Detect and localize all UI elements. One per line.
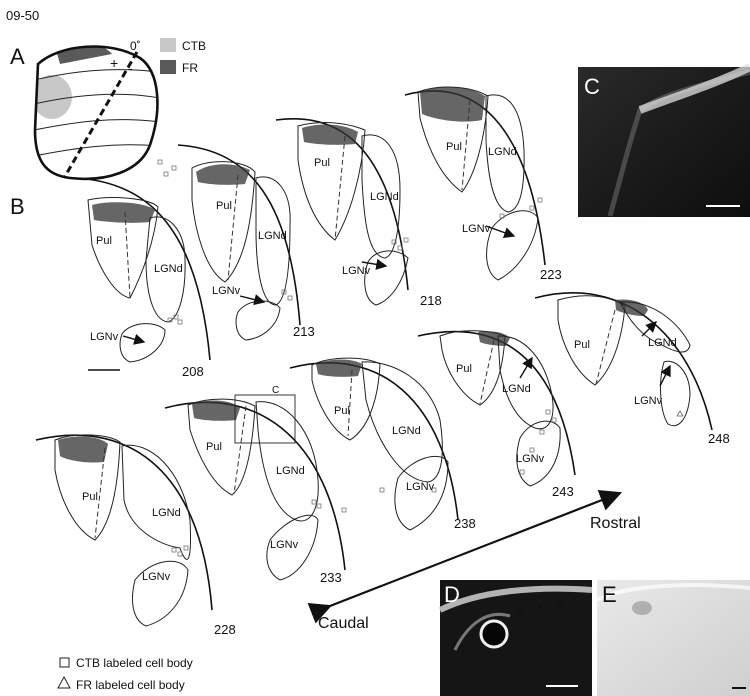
panel-c-micrograph <box>578 67 750 217</box>
s208-pul: Pul <box>96 235 112 247</box>
s233-inset-label: C <box>272 385 279 396</box>
s223-lgnv: LGNv <box>462 223 491 235</box>
s228-lgnv: LGNv <box>142 571 171 583</box>
s233-pul: Pul <box>206 441 222 453</box>
section-218 <box>276 119 408 305</box>
s243-pul: Pul <box>456 363 472 375</box>
s228-lgnd: LGNd <box>152 507 181 519</box>
panel-e-letter: E <box>602 582 617 607</box>
s218-lgnd: LGNd <box>370 191 399 203</box>
panel-e-micrograph <box>597 580 750 696</box>
panel-a-schematic <box>32 41 160 179</box>
s228-number: 228 <box>214 622 236 637</box>
s218-lgnv: LGNv <box>342 265 371 277</box>
s208-lgnv: LGNv <box>90 331 119 343</box>
panel-c-letter: C <box>584 74 600 99</box>
s208-lgnd: LGNd <box>154 263 183 275</box>
s213-number: 213 <box>293 324 315 339</box>
s213-pul: Pul <box>216 200 232 212</box>
s238-lgnd: LGNd <box>392 425 421 437</box>
ctb-square-icon <box>60 658 69 667</box>
s248-lgnv: LGNv <box>634 395 663 407</box>
s238-lgnv: LGNv <box>406 481 435 493</box>
caudal-label: Caudal <box>318 615 369 632</box>
s233-lgnv: LGNv <box>270 539 299 551</box>
panel-a-legend: CTB FR <box>160 38 206 75</box>
s248-lgnd: LGNd <box>648 337 677 349</box>
section-223 <box>405 87 545 280</box>
panel-d-micrograph <box>440 580 592 696</box>
s213-lgnd: LGNd <box>258 230 287 242</box>
section-228 <box>36 435 212 626</box>
s233-number: 233 <box>320 570 342 585</box>
cell-body-legend: CTB labeled cell body FR labeled cell bo… <box>58 656 193 692</box>
s248-pul: Pul <box>574 339 590 351</box>
s218-pul: Pul <box>314 157 330 169</box>
legend-ctb-cell: CTB labeled cell body <box>76 656 193 670</box>
panel-a-letter: A <box>10 44 25 69</box>
fr-injection-zone <box>55 41 112 64</box>
section-233 <box>165 395 345 580</box>
fr-triangle-icon <box>58 677 70 688</box>
s228-pul: Pul <box>82 491 98 503</box>
panel-a-minus: - <box>128 60 133 76</box>
s243-lgnv: LGNv <box>516 453 545 465</box>
legend-swatch-ctb <box>160 38 176 52</box>
figure-id: 09-50 <box>6 8 39 23</box>
panel-d-letter: D <box>444 582 460 607</box>
rostral-label: Rostral <box>590 515 641 532</box>
panel-a-plus: + <box>110 55 118 71</box>
s223-pul: Pul <box>446 141 462 153</box>
s223-lgnd: LGNd <box>488 146 517 158</box>
s218-number: 218 <box>420 293 442 308</box>
panel-a-angle: 0˚ <box>130 39 141 53</box>
legend-label-ctb: CTB <box>182 39 206 53</box>
legend-swatch-fr <box>160 60 176 74</box>
panel-b-letter: B <box>10 194 25 219</box>
s238-number: 238 <box>454 516 476 531</box>
s243-lgnd: LGNd <box>502 383 531 395</box>
s238-pul: Pul <box>334 405 350 417</box>
s208-number: 208 <box>182 364 204 379</box>
s223-number: 223 <box>540 267 562 282</box>
legend-label-fr: FR <box>182 61 198 75</box>
section-248 <box>535 293 712 430</box>
s213-lgnv: LGNv <box>212 285 241 297</box>
s233-lgnd: LGNd <box>276 465 305 477</box>
legend-fr-cell: FR labeled cell body <box>76 678 185 692</box>
s248-number: 248 <box>708 431 730 446</box>
s243-number: 243 <box>552 484 574 499</box>
